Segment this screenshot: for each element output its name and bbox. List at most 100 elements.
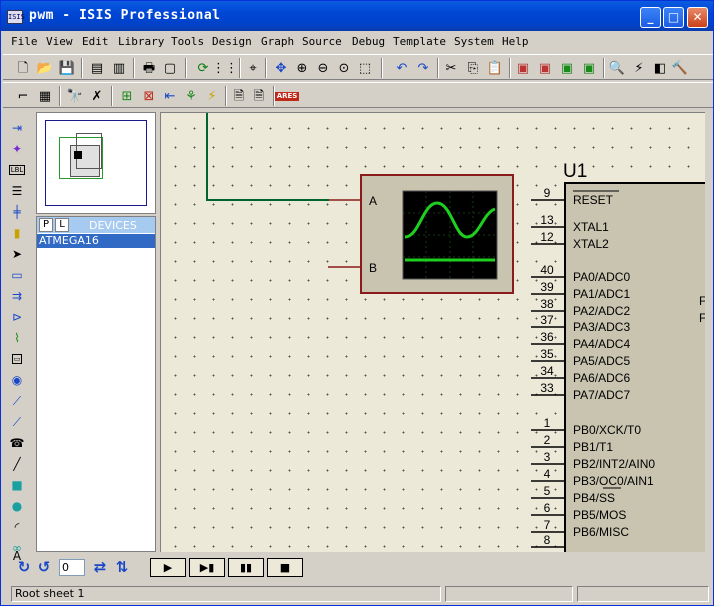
mirror-vertical-icon[interactable]: ⇅ <box>115 558 129 576</box>
rotation-angle-input[interactable]: 0 <box>59 559 85 576</box>
pan-icon[interactable]: ✥ <box>275 60 287 76</box>
title-bar[interactable]: ISIS pwm - ISIS Professional _ □ ✕ <box>1 1 713 31</box>
packaging-tool-icon[interactable]: ◧ <box>653 60 667 76</box>
block-delete-icon[interactable]: ▣ <box>582 60 596 76</box>
new-file-icon[interactable]: 🗋 <box>17 60 29 76</box>
undo-icon[interactable]: ↶ <box>396 60 408 76</box>
menu-source[interactable]: Source <box>302 35 342 48</box>
close-button[interactable]: ✕ <box>687 7 708 28</box>
origin-icon[interactable]: ⌖ <box>249 60 257 76</box>
menu-graph[interactable]: Graph <box>261 35 295 48</box>
menu-debug[interactable]: Debug <box>352 35 386 48</box>
print-area-icon[interactable]: ▢ <box>163 60 177 76</box>
new-sheet-icon[interactable]: ⊞ <box>121 88 133 104</box>
rotate-clockwise-icon[interactable]: ↻ <box>17 558 31 576</box>
block-rotate-icon[interactable]: ▣ <box>560 60 574 76</box>
export-icon[interactable]: ▥ <box>112 60 126 76</box>
import-icon[interactable]: ▤ <box>90 60 104 76</box>
menu-system[interactable]: System <box>454 35 494 48</box>
chip-pin-name: PB2/INT2/AIN0 <box>573 457 655 471</box>
rotate-anticlockwise-icon[interactable]: ↺ <box>37 558 51 576</box>
arc-tool-icon[interactable]: ◜ <box>14 520 20 534</box>
exit-to-parent-icon[interactable]: ⇤ <box>164 88 176 104</box>
oscilloscope[interactable]: A B <box>360 174 514 294</box>
menu-template[interactable]: Template <box>393 35 446 48</box>
box-tool-icon[interactable]: ■ <box>11 478 23 492</box>
play-icon: ▶ <box>163 561 173 574</box>
current-probe-icon[interactable]: ⟋ <box>12 393 22 408</box>
text-tool-icon[interactable]: A <box>12 549 22 563</box>
device-pins-icon[interactable]: ⇉ <box>11 289 23 303</box>
pointer-icon[interactable]: ➤ <box>11 247 23 261</box>
stop-button[interactable]: ■ <box>267 558 303 577</box>
wire-to-scope-a[interactable] <box>206 113 329 201</box>
zoom-in-icon[interactable]: ⊕ <box>296 60 308 76</box>
netlist-icon[interactable]: 🗎 <box>233 88 245 104</box>
open-folder-icon[interactable]: 📂 <box>36 60 54 76</box>
menu-file[interactable]: File <box>11 35 38 48</box>
play-button[interactable]: ▶ <box>150 558 186 577</box>
menu-edit[interactable]: Edit <box>82 35 109 48</box>
virtual-instruments-icon[interactable]: ⟋ <box>12 414 22 429</box>
circle-tool-icon[interactable]: ● <box>11 499 23 513</box>
zoom-all-icon[interactable]: ⊙ <box>338 60 350 76</box>
junction-dot-icon[interactable]: LBL <box>8 165 26 175</box>
terminals-icon[interactable]: ▭ <box>11 268 23 282</box>
decompose-icon[interactable]: 🔨 <box>671 60 689 76</box>
buses-icon[interactable]: ╪ <box>13 205 21 219</box>
make-device-icon[interactable]: ⚡ <box>634 60 644 76</box>
print-icon[interactable]: 🖶 <box>142 60 156 76</box>
step-button[interactable]: ▶▮ <box>189 558 225 577</box>
grid-icon[interactable]: ⋮⋮ <box>212 60 238 76</box>
property-assign-icon[interactable]: ✗ <box>91 88 103 104</box>
save-icon[interactable]: 💾 <box>58 60 76 76</box>
pick-device-icon[interactable]: 🔍 <box>608 60 626 76</box>
menu-library[interactable]: Library <box>118 35 165 48</box>
overview-window[interactable] <box>36 112 156 214</box>
redraw-icon[interactable]: ⟳ <box>197 60 209 76</box>
text-script-icon[interactable]: ☰ <box>11 184 23 198</box>
instruments-icon[interactable]: ☎ <box>9 436 25 450</box>
paste-icon[interactable]: 📋 <box>486 60 504 76</box>
netlist-transfer-icon[interactable]: 🗎 <box>253 88 265 104</box>
ares-icon[interactable]: ARES <box>274 91 300 101</box>
electrical-rule-check-icon[interactable]: ⚡ <box>207 88 217 104</box>
tape-recorder-icon[interactable]: ⌇ <box>14 331 20 345</box>
library-manager-tab[interactable]: L <box>55 218 69 232</box>
menu-design[interactable]: Design <box>212 35 252 48</box>
device-item-atmega16[interactable]: ATMEGA16 <box>37 234 155 248</box>
maximize-button[interactable]: □ <box>663 7 684 28</box>
subcircuit-icon[interactable]: ▮ <box>13 226 21 240</box>
generators-icon[interactable]: ▭ <box>11 354 23 364</box>
selection-mode-icon[interactable]: ⇥ <box>11 121 23 135</box>
menu-help[interactable]: Help <box>502 35 529 48</box>
copy-icon[interactable]: ⎘ <box>467 60 479 76</box>
block-copy-icon[interactable]: ▣ <box>516 60 530 76</box>
redo-icon[interactable]: ↷ <box>417 60 429 76</box>
component-mode-icon[interactable]: ✦ <box>11 142 23 156</box>
bill-of-materials-icon[interactable]: ⚘ <box>185 88 197 104</box>
devices-title: DEVICES <box>89 219 137 232</box>
menu-tools[interactable]: Tools <box>171 35 205 48</box>
menu-view[interactable]: View <box>46 35 73 48</box>
wire-autorouter-icon[interactable]: ⌐ <box>17 88 29 104</box>
mirror-horizontal-icon[interactable]: ⇄ <box>93 558 107 576</box>
line-tool-icon[interactable]: ╱ <box>13 457 21 471</box>
graph-icon[interactable]: ⊳ <box>11 310 23 324</box>
binoculars-icon[interactable]: 🔭 <box>66 88 84 104</box>
remove-sheet-icon[interactable]: ⊠ <box>143 88 155 104</box>
search-tag-icon[interactable]: ▦ <box>38 88 52 104</box>
overview-view-rect <box>59 137 103 179</box>
pick-devices-tab[interactable]: P <box>39 218 53 232</box>
path-tool-icon[interactable]: ∞ <box>12 541 22 555</box>
zoom-area-icon[interactable]: ⬚ <box>358 60 372 76</box>
pause-button[interactable]: ▮▮ <box>228 558 264 577</box>
minimize-button[interactable]: _ <box>640 7 661 28</box>
voltage-probe-icon[interactable]: ◉ <box>11 373 23 387</box>
block-move-icon[interactable]: ▣ <box>538 60 552 76</box>
cut-icon[interactable]: ✂ <box>445 60 457 76</box>
zoom-out-icon[interactable]: ⊖ <box>317 60 329 76</box>
